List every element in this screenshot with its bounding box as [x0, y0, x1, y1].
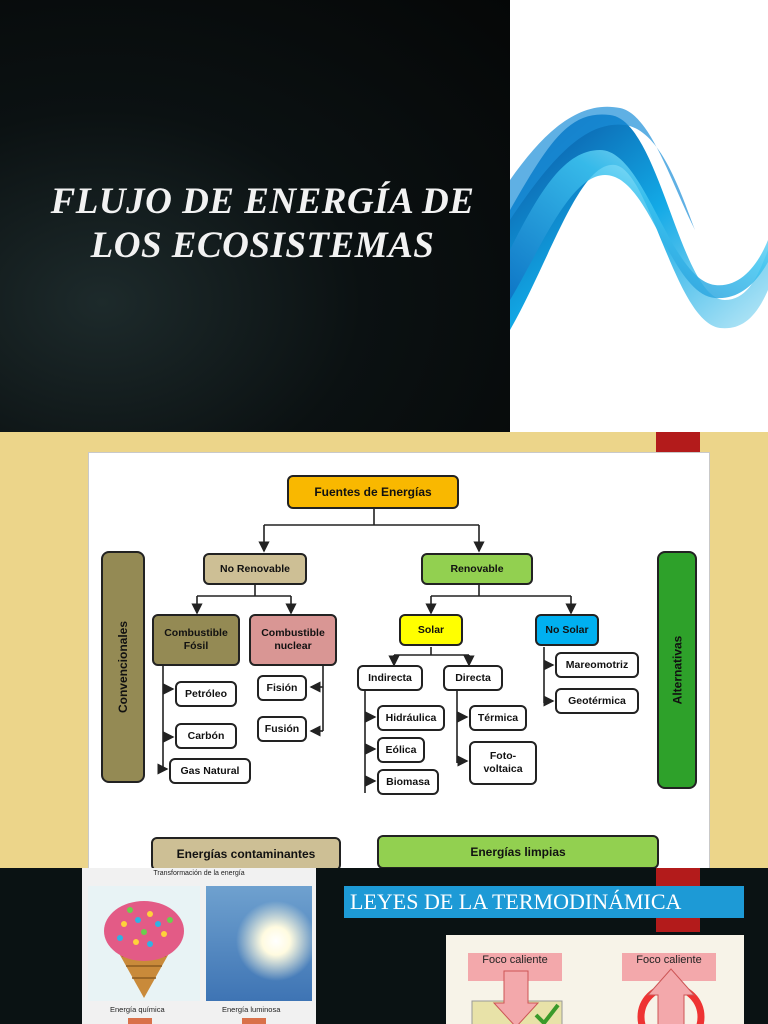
combustible-fosil-line2: Fósil: [184, 640, 209, 653]
alternativas-text: Alternativas: [670, 636, 684, 705]
solar-box: Solar: [399, 614, 463, 646]
slide-title-line2: LOS ECOSISTEMAS: [20, 224, 505, 268]
alternativas-label: Alternativas: [657, 551, 697, 789]
sun-icon: [206, 886, 312, 1001]
termica-box: Térmica: [469, 705, 527, 731]
bottom-marker-left: [128, 1018, 152, 1024]
thermodynamics-figure: Foco caliente Foco caliente: [446, 935, 744, 1024]
diagram-slide: Fuentes de Energías No Renovable Renovab…: [0, 432, 768, 868]
renovable-box: Renovable: [421, 553, 533, 585]
energy-sources-diagram: Fuentes de Energías No Renovable Renovab…: [88, 452, 710, 868]
transformation-header: Transformación de la energía: [82, 870, 316, 877]
root-box: Fuentes de Energías: [287, 475, 459, 509]
petroleo-box: Petróleo: [175, 681, 237, 707]
contaminantes-box: Energías contaminantes: [151, 837, 341, 868]
caption-energia-luminosa: Energía luminosa: [222, 1005, 280, 1014]
slide-title: FLUJO DE ENERGÍA DE LOS ECOSISTEMAS: [20, 180, 505, 268]
fotovoltaica-box: Foto- voltaica: [469, 741, 537, 785]
energy-transformation-image: Transformación de la energía Energía quí…: [82, 868, 316, 1024]
biomasa-box: Biomasa: [377, 769, 439, 795]
title-slide: FLUJO DE ENERGÍA DE LOS ECOSISTEMAS: [0, 0, 768, 432]
combustible-nuclear-line1: Combustible: [261, 627, 325, 640]
convencionales-text: Convencionales: [116, 621, 130, 713]
laws-title: LEYES DE LA TERMODINÁMICA: [344, 886, 744, 918]
convencionales-label: Convencionales: [101, 551, 145, 783]
gas-natural-box: Gas Natural: [169, 758, 251, 784]
limpias-box: Energías limpias: [377, 835, 659, 868]
hidraulica-box: Hidráulica: [377, 705, 445, 731]
heat-flow-arrows: [446, 935, 744, 1024]
caption-energia-quimica: Energía química: [110, 1005, 165, 1014]
eolica-box: Eólica: [377, 737, 425, 763]
geotermica-box: Geotérmica: [555, 688, 639, 714]
combustible-fosil-box: Combustible Fósil: [152, 614, 240, 666]
indirecta-box: Indirecta: [357, 665, 423, 691]
thermodynamics-slide: Transformación de la energía Energía quí…: [0, 868, 768, 1024]
blue-wave-graphic: [510, 0, 768, 432]
ice-cream-image: [88, 886, 200, 1001]
carbon-box: Carbón: [175, 723, 237, 749]
fusion-box: Fusión: [257, 716, 307, 742]
mareomotriz-box: Mareomotriz: [555, 652, 639, 678]
directa-box: Directa: [443, 665, 503, 691]
combustible-fosil-line1: Combustible: [164, 627, 228, 640]
fotovoltaica-line2: voltaica: [483, 763, 522, 776]
sun-image: [206, 886, 312, 1001]
fotovoltaica-line1: Foto-: [490, 750, 516, 763]
ice-cream-icon: [88, 886, 200, 1001]
combustible-nuclear-line2: nuclear: [274, 640, 311, 653]
slide-title-line1: FLUJO DE ENERGÍA DE: [20, 180, 505, 224]
fision-box: Fisión: [257, 675, 307, 701]
bottom-marker-right: [242, 1018, 266, 1024]
combustible-nuclear-box: Combustible nuclear: [249, 614, 337, 666]
no-solar-box: No Solar: [535, 614, 599, 646]
no-renovable-box: No Renovable: [203, 553, 307, 585]
